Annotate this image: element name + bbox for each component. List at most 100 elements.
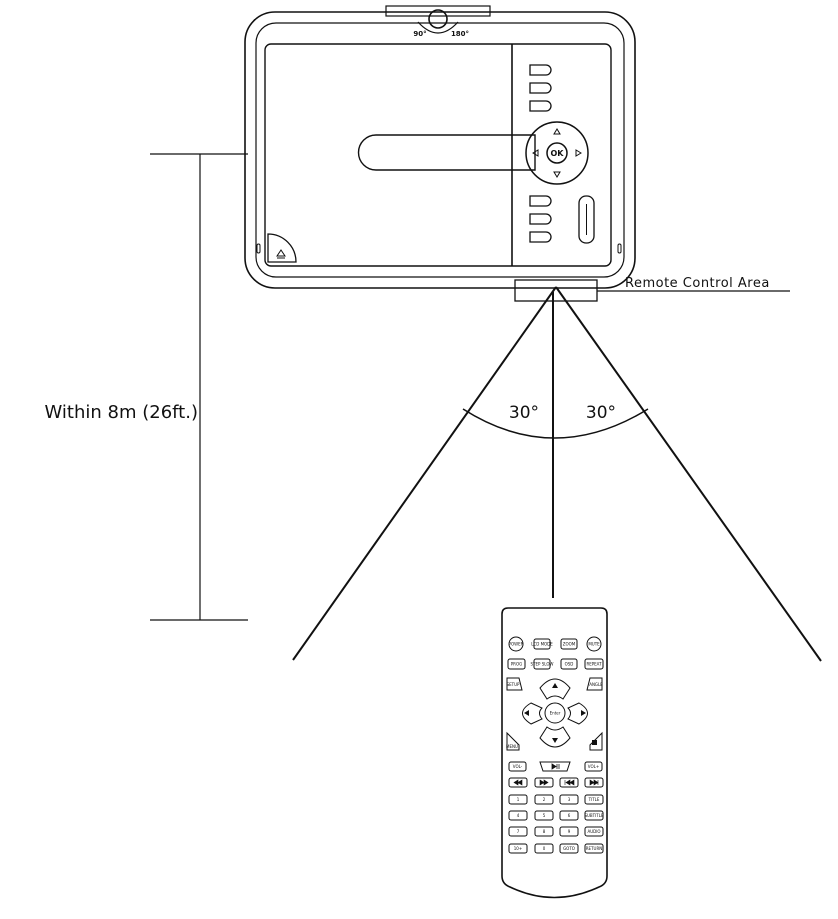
key-label-step-slow: STEP SLOW <box>531 662 554 667</box>
player-ok-label: OK <box>551 149 565 158</box>
num-button <box>508 794 528 805</box>
angle-button <box>586 677 603 691</box>
key-label-5: 5 <box>543 813 546 818</box>
dvd-player <box>244 5 636 302</box>
eject-corner <box>267 233 297 263</box>
fast-forward-button <box>534 777 554 788</box>
key-label-title: TITLE <box>588 797 600 802</box>
enter-button <box>544 702 566 724</box>
ir-sensor-area <box>514 279 598 302</box>
key-label-subtitle: SUBTITLE <box>584 813 604 818</box>
vol-plus-button <box>584 761 603 772</box>
angle-arc <box>462 408 649 439</box>
key-label-prog: PROG <box>511 662 522 667</box>
key-label-menu: MENU <box>506 744 518 749</box>
stop-icon <box>592 740 597 745</box>
next-button <box>584 777 604 788</box>
player-button <box>529 213 552 225</box>
num-button <box>559 826 579 837</box>
player-nav-ring <box>525 121 589 185</box>
key-label-enter: Enter <box>550 711 561 716</box>
key-label-angle: ANGLE <box>589 682 603 687</box>
key-label-setup: SETUP <box>507 682 520 687</box>
play-pause-button <box>539 761 571 772</box>
num-button <box>559 794 579 805</box>
key-label-power: POWER <box>509 642 524 647</box>
key-label-8: 8 <box>543 829 546 834</box>
hinge-label-180: 180° <box>451 30 469 38</box>
cone-right-line <box>555 286 822 662</box>
nav-right-button <box>567 702 588 725</box>
player-arrow-icons <box>532 128 582 178</box>
remote-key-labels: POWER LCD MODE ZOOM MUTE PROG STEP SLOW … <box>506 642 604 852</box>
power-button <box>508 636 524 652</box>
side-latch <box>256 243 261 254</box>
hinge-label-90: 90° <box>413 30 426 38</box>
player-ok-button <box>546 142 568 164</box>
key-label-osd: OSD <box>565 662 574 667</box>
volume-slider <box>578 195 595 244</box>
key-label-audio: AUDIO <box>587 829 600 834</box>
player-lid <box>264 43 612 267</box>
eject-icon <box>276 249 286 259</box>
num-button <box>559 810 579 821</box>
key-label-vol-plus: VOL+ <box>588 764 599 769</box>
player-button <box>529 82 552 94</box>
distance-label: Within 8m (26ft.) <box>45 402 198 423</box>
key-label-mute: MUTE <box>588 642 600 647</box>
key-label-zoom: ZOOM <box>563 642 576 647</box>
num-button <box>534 810 554 821</box>
subtitle-button <box>584 810 604 821</box>
cone-left-line <box>292 286 557 661</box>
num-button <box>534 843 554 854</box>
nav-down-button <box>539 726 571 748</box>
player-button <box>529 231 552 243</box>
key-label-4: 4 <box>517 813 520 818</box>
key-label-2: 2 <box>543 797 546 802</box>
menu-button <box>506 731 520 751</box>
key-label-repeat: REPEAT <box>586 662 602 667</box>
disc-slot <box>357 134 536 171</box>
rewind-button <box>508 777 528 788</box>
key-label-return: RETURN <box>586 846 602 851</box>
play-pause-icon <box>551 763 560 770</box>
remote-body <box>501 607 608 899</box>
repeat-button <box>584 658 604 670</box>
num-button <box>508 826 528 837</box>
player-inner-body <box>255 22 625 278</box>
audio-button <box>584 826 604 837</box>
player-button <box>529 100 552 112</box>
key-label-1: 1 <box>517 797 520 802</box>
nav-left-button <box>522 702 543 725</box>
key-label-goto: GOTO <box>563 846 575 851</box>
num-button <box>534 794 554 805</box>
remote-area-label: Remote Control Area <box>625 276 770 291</box>
num-button <box>534 826 554 837</box>
nav-up-button <box>539 678 571 700</box>
previous-button <box>559 777 579 788</box>
key-label-vol-minus: VOL- <box>513 764 523 769</box>
prog-button <box>507 658 526 670</box>
player-button <box>529 64 552 76</box>
return-button <box>584 843 604 854</box>
num-button <box>508 843 528 854</box>
goto-button <box>559 843 579 854</box>
angle-right-label: 30° <box>586 403 616 423</box>
num-button <box>508 810 528 821</box>
angle-left-label: 30° <box>509 403 539 423</box>
zoom-button <box>560 638 578 650</box>
key-label-0: 0 <box>543 846 546 851</box>
remote-control <box>501 607 608 899</box>
vol-minus-button <box>508 761 527 772</box>
osd-button <box>560 658 578 670</box>
swivel-knob <box>428 9 448 29</box>
player-outer-body <box>244 11 636 289</box>
key-label-7: 7 <box>517 829 520 834</box>
key-label-3: 3 <box>568 797 571 802</box>
key-label-6: 6 <box>568 813 571 818</box>
swivel-arc <box>417 21 459 34</box>
key-label-9: 9 <box>568 829 571 834</box>
side-latch <box>617 243 622 254</box>
setup-button <box>506 677 523 691</box>
